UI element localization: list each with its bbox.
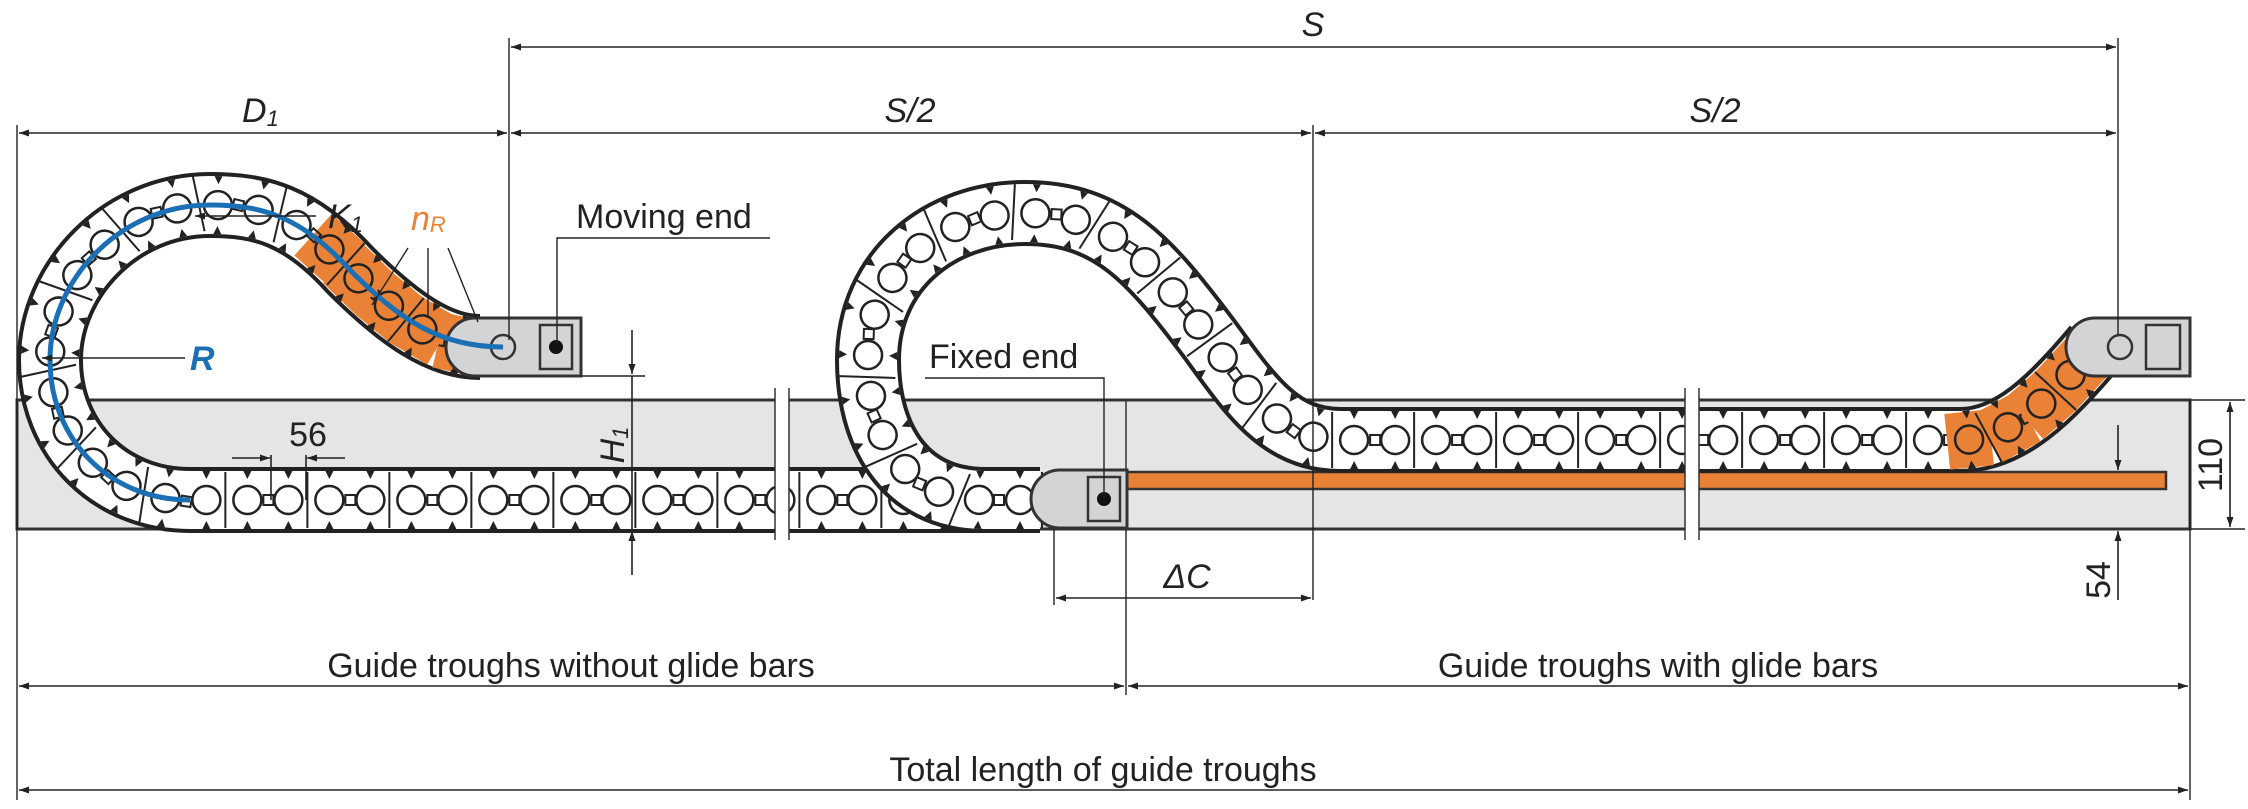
- label-nr: nR: [411, 200, 446, 238]
- label-h1: H1: [594, 427, 633, 464]
- chain-link: [1625, 411, 1657, 469]
- chain-link: [191, 471, 222, 529]
- chain-link: [437, 471, 468, 529]
- label-total-length: Total length of guide troughs: [889, 751, 1316, 789]
- chain-link: [1136, 256, 1198, 317]
- break-mark-right: [1684, 388, 1700, 540]
- chain-link: [1078, 200, 1139, 264]
- glide-bar: [1124, 470, 2168, 491]
- chain-link: [1543, 411, 1575, 469]
- label-without-glide-bars: Guide troughs without glide bars: [327, 647, 815, 685]
- chain-link: [683, 471, 714, 529]
- chain-link: [1011, 184, 1063, 243]
- label-54: 54: [2080, 561, 2118, 599]
- chain-link: [979, 186, 1010, 245]
- chain-link: [519, 471, 550, 529]
- label-k1: K1: [328, 198, 363, 237]
- label-pitch-56: 56: [289, 416, 327, 454]
- chain-link: [1060, 190, 1092, 249]
- chain-link: [838, 327, 898, 379]
- label-delta-c: ΔC: [1162, 558, 1211, 596]
- label-s: S: [1302, 6, 1325, 44]
- chain-link: [1495, 411, 1546, 469]
- chain-link: [1172, 303, 1224, 346]
- leader-nr-3: [447, 247, 479, 323]
- chain-link: [1379, 411, 1411, 469]
- chain-link: [355, 471, 386, 529]
- leader-fixed-end: [925, 377, 1105, 498]
- bend-radius-curve: [47, 202, 504, 503]
- chain-link: [470, 471, 521, 529]
- chain-link: [854, 407, 918, 468]
- label-moving-end: Moving end: [576, 198, 752, 236]
- moving-end-bracket: [444, 316, 583, 378]
- chain-link: [601, 471, 632, 529]
- chain-link: [1577, 411, 1628, 469]
- label-d1: D1: [242, 92, 279, 131]
- chain-link: [1413, 411, 1464, 469]
- chain-link: [1871, 411, 1903, 469]
- chain-link: [881, 446, 929, 493]
- chain-link: [1974, 392, 2041, 463]
- chain-link: [847, 471, 878, 529]
- chain-link: [963, 470, 995, 530]
- chain-link: [224, 471, 275, 529]
- chain-link: [634, 471, 685, 529]
- label-with-glide-bars: Guide troughs with glide bars: [1438, 647, 1878, 685]
- chain-link: [1122, 238, 1169, 286]
- chain-link: [856, 252, 919, 313]
- label-fixed-end: Fixed end: [929, 338, 1078, 376]
- energy-chain-right: [835, 180, 2121, 533]
- right-moving-end-bracket: [2064, 316, 2192, 378]
- chain-link: [1241, 382, 1303, 445]
- extension-lines: [16, 38, 2245, 800]
- chain-link: [911, 463, 971, 527]
- label-110: 110: [2192, 438, 2230, 492]
- chain-link: [1186, 322, 1249, 383]
- chain-link: [1223, 368, 1273, 412]
- chain-link: [899, 222, 942, 274]
- chain-link: [1707, 411, 1739, 469]
- label-s2-left: S/2: [884, 92, 935, 130]
- leader-moving-end: [556, 237, 770, 345]
- chain-link: [845, 299, 904, 330]
- label-s2-right: S/2: [1689, 92, 1740, 130]
- leader-nr-1: [371, 247, 409, 306]
- chain-link: [2006, 368, 2077, 440]
- fixed-end-bracket: [1029, 468, 1129, 530]
- chain-link: [1789, 411, 1821, 469]
- chain-link: [273, 471, 304, 529]
- chain-link: [923, 198, 983, 262]
- chain-link: [716, 471, 767, 529]
- chain-link: [1905, 411, 1956, 469]
- chain-link: [1331, 411, 1382, 469]
- chain-link: [1823, 411, 1874, 469]
- chain-link: [1461, 411, 1493, 469]
- break-mark-left: [774, 388, 790, 540]
- chain-link: [552, 471, 603, 529]
- chain-link: [1741, 411, 1792, 469]
- chain-link: [306, 471, 357, 529]
- label-r: R: [190, 340, 215, 378]
- chain-link: [841, 380, 901, 412]
